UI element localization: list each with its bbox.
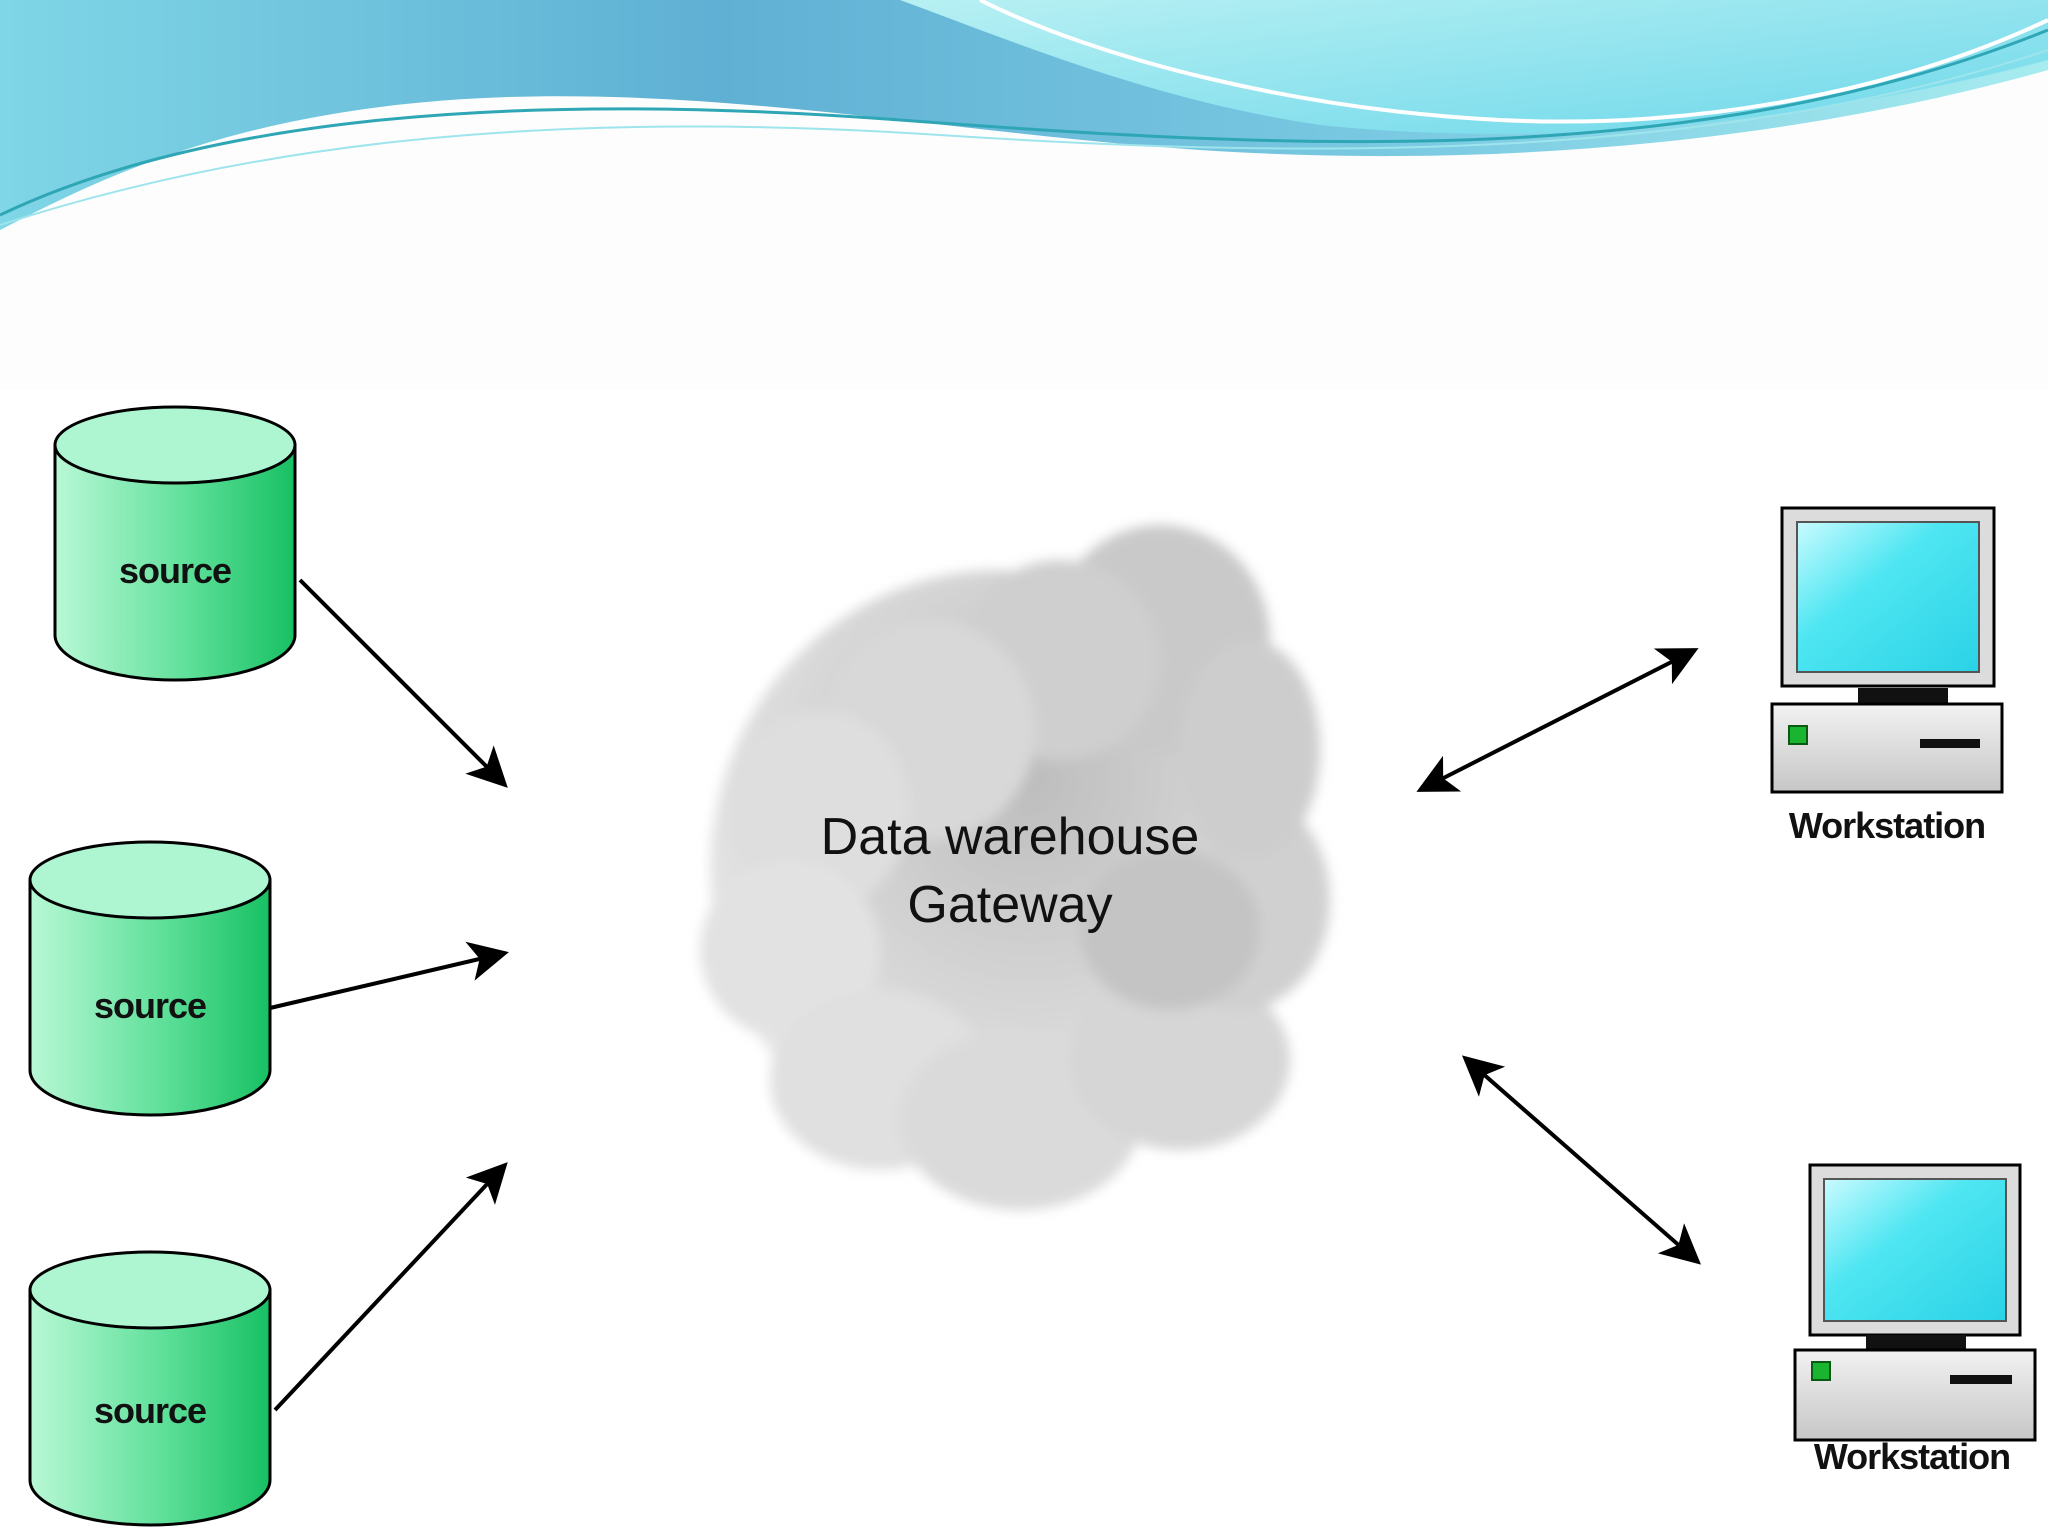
arrow-source-2 — [269, 941, 509, 1010]
source-database-3 — [28, 1250, 272, 1527]
source-database-1 — [53, 405, 297, 682]
arrow-source-1 — [298, 578, 508, 788]
arrow-source-3 — [273, 1162, 508, 1412]
workstation-label-1: Workstation — [1788, 805, 1986, 846]
source-database-2 — [28, 840, 272, 1117]
source-label-1: source — [118, 550, 232, 591]
source-label-3: source — [93, 1390, 207, 1431]
computer-case-icon — [1793, 1348, 2037, 1442]
cloud-title-line1: Data warehouse — [820, 808, 1200, 866]
workstation-label-2: Workstation — [1813, 1436, 2011, 1477]
workstation-computer-1 — [1770, 506, 2004, 794]
header-banner — [0, 0, 2048, 390]
data-warehouse-cloud — [700, 525, 1330, 1210]
arrow-workstation-1 — [1416, 648, 1699, 792]
workstation-arrows — [1416, 648, 1702, 1265]
arrow-workstation-2 — [1461, 1055, 1702, 1265]
source-arrows — [269, 578, 509, 1412]
cloud-title-line2: Gateway — [907, 876, 1113, 934]
source-label-2: source — [93, 985, 207, 1026]
workstation-computer-2 — [1793, 1163, 2037, 1442]
